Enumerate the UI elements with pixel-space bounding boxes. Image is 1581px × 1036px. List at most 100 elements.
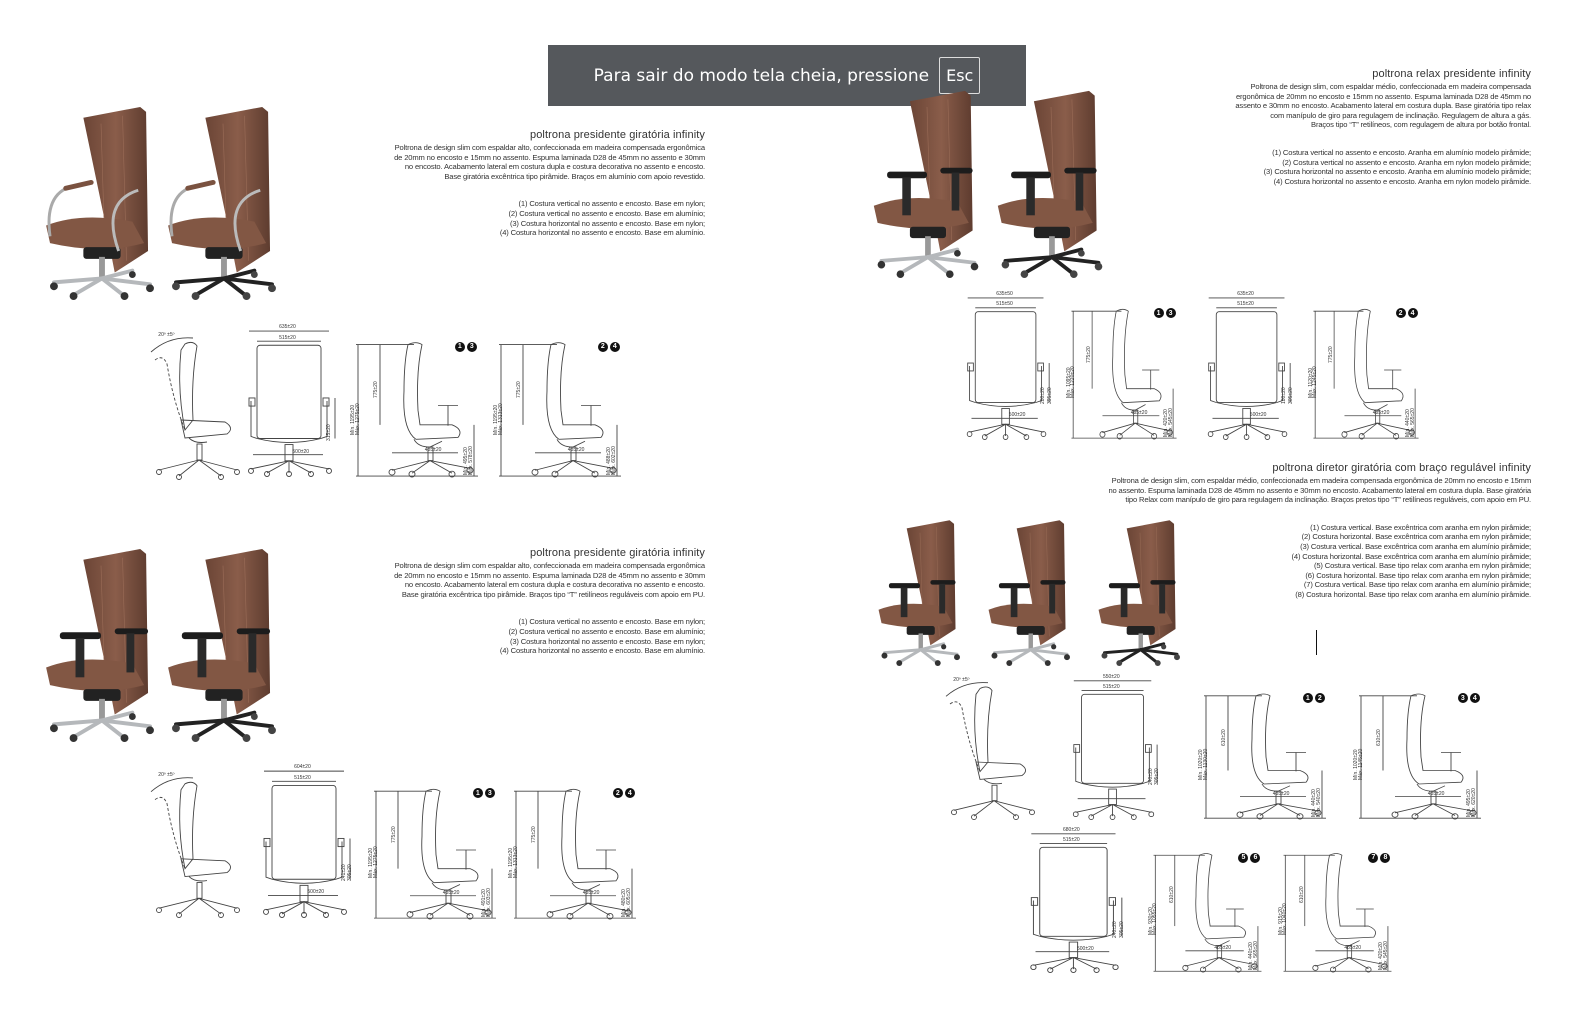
- variant-number-badge: 6: [1250, 852, 1261, 863]
- variant-number-badge: 3: [484, 788, 495, 799]
- inner-width-label: 515±20: [1063, 837, 1080, 844]
- seat-depth-label: 485±20: [1427, 790, 1445, 797]
- variant-item: (3) Costura horizontal no assento e enco…: [509, 636, 705, 646]
- seat-depth-label: 485±20: [582, 889, 600, 896]
- spacer: [394, 181, 705, 199]
- back-view-line-drawing: [258, 765, 353, 918]
- base-width-label: 500±20: [1077, 945, 1094, 952]
- variant-item: (2) Costura vertical no assento e encost…: [508, 208, 705, 218]
- variant-number-badge: 5: [1238, 852, 1249, 863]
- description-line: no encosto. Acabamento lateral em costur…: [404, 162, 705, 172]
- variant-item: (1) Costura vertical no assento e encost…: [1272, 147, 1531, 157]
- outer-width-label: 604±20: [294, 764, 311, 770]
- arm-height-label: 180±20: [1281, 387, 1288, 405]
- arm-height-label: 240±20: [1112, 921, 1118, 939]
- variant-item: (4) Costura horizontal no assento e enco…: [499, 228, 705, 238]
- arm-height-label: 315±20: [325, 423, 332, 441]
- description-line: ergonômica de 20mm no encosto e 15mm no …: [1235, 91, 1531, 101]
- chair-photo-relax-black-base: [992, 88, 1110, 278]
- recline-line-drawing: [940, 675, 1035, 820]
- variant-item: (4) Costura horizontal no assento e enco…: [499, 646, 705, 656]
- description-line: Poltrona de design slim, com espaldar mé…: [1250, 82, 1531, 91]
- inner-width-label: 515±20: [279, 334, 296, 341]
- description-line: de 20mm no encosto e 15mm no assento. Es…: [394, 570, 705, 580]
- total-height-max-label: Máx. 1245±20: [1312, 366, 1319, 398]
- outer-width-label: 635±20: [1237, 291, 1254, 297]
- recline-line-drawing: [145, 330, 240, 480]
- description-line: Base giratória excêntrica tipo pirâmide.…: [401, 589, 705, 599]
- description-line: no encosto. Acabamento lateral em costur…: [404, 580, 705, 590]
- base-width-label: 500±20: [1249, 412, 1267, 419]
- back-view-line-drawing: [243, 325, 338, 477]
- back-height-label: 775±20: [516, 381, 523, 399]
- total-height-max-label: Máx. 1055±20: [1152, 902, 1159, 935]
- description-line: tipo Relax com manípulo de giro para reg…: [1125, 495, 1531, 505]
- recline-drawing: 20º ±5º: [145, 770, 240, 918]
- variant-number-badge: 2: [1314, 693, 1325, 704]
- back-view-line-drawing: [962, 292, 1052, 440]
- variant-item: (7) Costura vertical. Base tipo relax co…: [1303, 580, 1531, 590]
- total-height-max-label: Máx. 1275±20: [354, 402, 361, 435]
- variant-number-badge: 4: [1469, 693, 1480, 704]
- back-height-label: 610±20: [1298, 885, 1305, 903]
- description-line: Base giratória excêntrica tipo pirâmide.…: [444, 171, 705, 181]
- seat-depth-label: 485±20: [442, 889, 460, 896]
- variant-number-badge: 1: [1302, 693, 1313, 704]
- chair-photo-relax-silver-base: [868, 88, 986, 278]
- back-height-label: 775±20: [1328, 346, 1335, 363]
- base-width-label: 500±20: [307, 889, 325, 896]
- variant-number-badge: 2: [1395, 308, 1406, 319]
- seat-height-max-label: Máx. 605±20: [626, 888, 632, 918]
- base-width-label: 500±20: [1008, 412, 1026, 419]
- description-line: no assento. Espuma laminada D28 de 45mm …: [1108, 485, 1531, 495]
- spacer: [394, 599, 705, 617]
- arm-height-label: 395±20: [1046, 387, 1053, 405]
- total-height-max-label: Máx. 1275±20: [372, 846, 379, 878]
- chair-photo-diretor-3: [1088, 518, 1192, 666]
- variant-number-badge: 4: [1407, 308, 1418, 319]
- variant-number-badge: 2: [597, 341, 608, 352]
- variant-number-badge: 1: [454, 341, 465, 352]
- outer-width-label: 635±50: [996, 291, 1013, 297]
- recline-angle-label: 20º ±5º: [953, 676, 970, 683]
- seat-depth-label: 485±20: [1372, 409, 1390, 416]
- total-height-max-label: Máx. 1040±20: [1282, 902, 1289, 935]
- back-height-label: 775±20: [531, 826, 538, 843]
- total-height-max-label: Máx. 1130±20: [1202, 748, 1209, 780]
- description-line: Poltrona de design slim com espaldar alt…: [394, 143, 706, 152]
- variant-item: (3) Costura horizontal no assento e enco…: [509, 218, 705, 228]
- variant-item: (3) Costura vertical. Base excêntrica co…: [1300, 541, 1531, 551]
- seat-height-max-label: Máx. 545±20: [1167, 408, 1174, 438]
- back-view-line-drawing: [1203, 292, 1293, 440]
- product-title: poltrona diretor giratória com braço reg…: [1272, 462, 1531, 474]
- product-title: poltrona presidente giratória infinity: [529, 547, 705, 559]
- seat-height-max-label: Máx. 565±20: [1252, 941, 1259, 971]
- chair-photo-t-arm-silver-base: [42, 546, 160, 742]
- back-view-line-drawing: [1025, 828, 1125, 973]
- recline-angle-label: 20º ±5º: [158, 771, 175, 778]
- variant-item: (8) Costura horizontal. Base tipo relax …: [1295, 589, 1531, 599]
- chair-photo-diretor-1: [868, 518, 972, 666]
- variant-number-badge: 2: [612, 788, 623, 799]
- description-line: com manípulo de giro para regulagem de i…: [1270, 110, 1531, 120]
- product-4-info: poltrona diretor giratória com braço reg…: [1108, 462, 1531, 600]
- total-height-max-label: Máx. 1145±20: [1357, 748, 1364, 780]
- seat-height-max-label: Máx. 602±20: [611, 446, 617, 476]
- arm-height-label: 280±20: [1040, 387, 1047, 405]
- variant-item: (2) Costura vertical no assento e encost…: [1282, 157, 1531, 167]
